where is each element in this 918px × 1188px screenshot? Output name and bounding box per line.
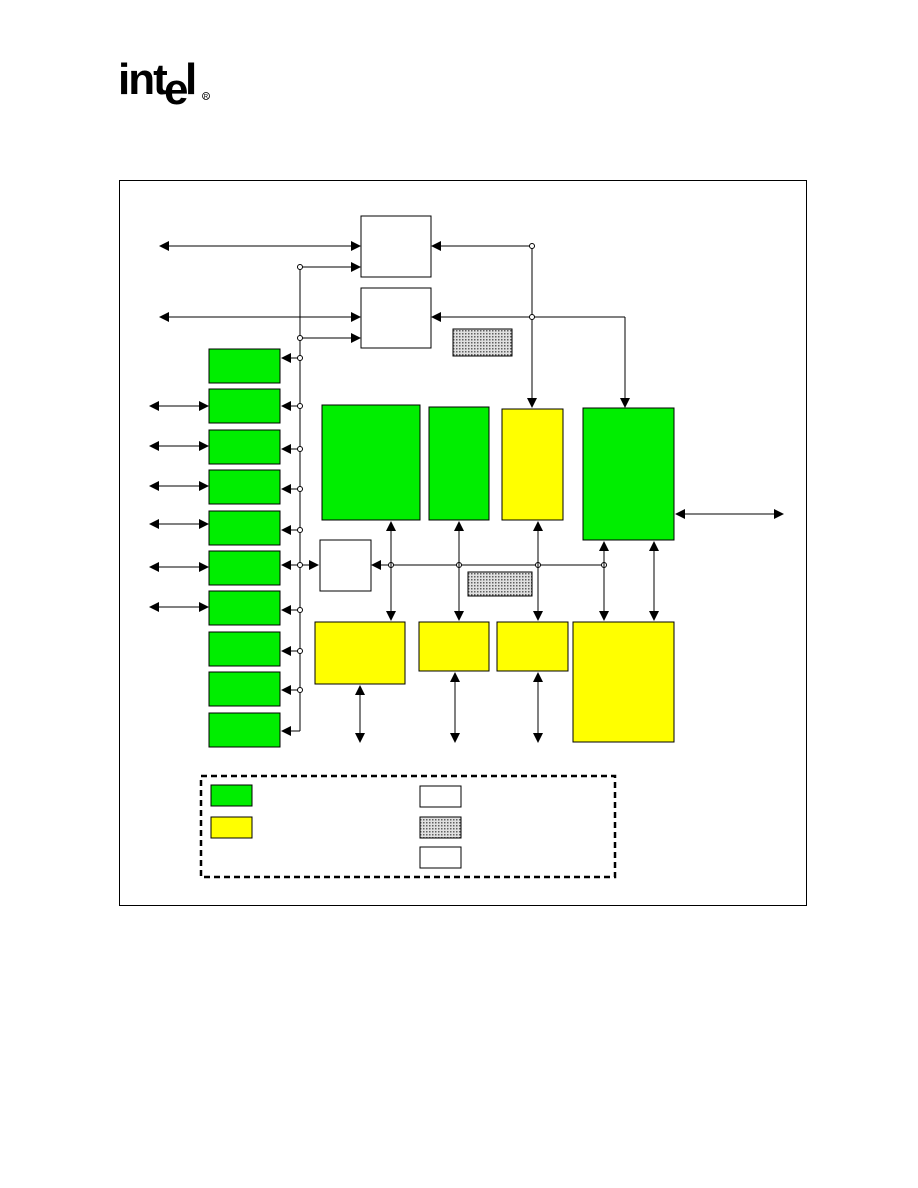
white-bridge-box: [319, 539, 372, 592]
yellow-block-3: [496, 621, 569, 672]
yellow-block-4: [572, 621, 675, 743]
hatched-block-top: [452, 328, 513, 357]
yellow-block-2: [418, 621, 490, 672]
legend-hatched-swatch: [419, 816, 462, 839]
top-white-box-2: [360, 287, 432, 349]
svg-text:R: R: [204, 95, 209, 101]
green-block-9: [208, 671, 281, 707]
green-block-right: [582, 407, 675, 541]
legend: [199, 774, 617, 879]
legend-border: [199, 774, 617, 879]
green-block-10: [208, 712, 281, 748]
yellow-block-tall: [501, 408, 564, 521]
intel-logo: int e l R: [118, 55, 218, 114]
hatched-block-mid: [467, 571, 533, 597]
legend-green-swatch: [210, 784, 253, 807]
svg-text:l: l: [185, 58, 195, 104]
green-block-4: [208, 469, 281, 505]
svg-text:int: int: [118, 58, 168, 104]
svg-text:e: e: [164, 65, 187, 110]
left-external-arrows: [149, 401, 209, 612]
legend-white-swatch-2: [419, 846, 462, 869]
green-block-2: [208, 388, 281, 424]
yellow-block-1: [314, 621, 406, 685]
legend-white-swatch-1: [419, 785, 462, 808]
green-block-1: [208, 348, 281, 384]
diagram-frame: [119, 180, 807, 906]
legend-yellow-swatch: [210, 816, 253, 839]
green-block-large: [321, 404, 421, 521]
left-green-column: [208, 348, 281, 748]
bus-taps: [281, 353, 319, 736]
green-block-3: [208, 429, 281, 465]
green-block-7: [208, 590, 281, 626]
green-block-5: [208, 510, 281, 546]
top-white-box-1: [360, 215, 432, 278]
green-block-6: [208, 550, 281, 586]
green-block-narrow: [428, 406, 490, 521]
green-block-8: [208, 631, 281, 667]
